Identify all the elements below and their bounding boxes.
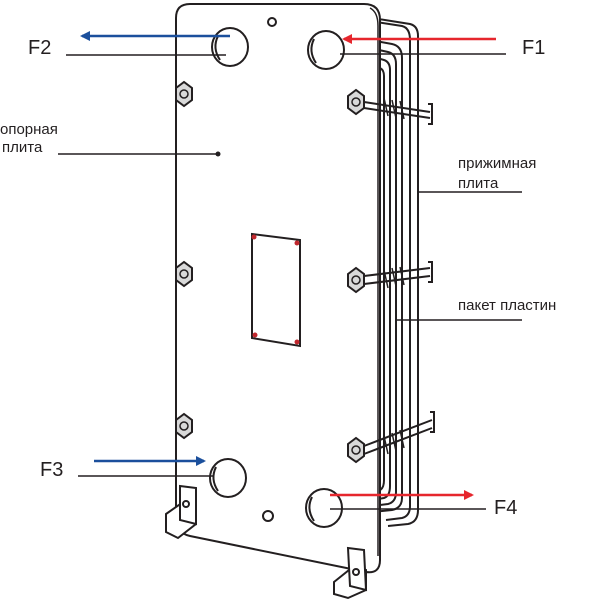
port-f3-label: F3 <box>40 459 63 481</box>
right-foot <box>333 546 368 600</box>
pressure-plate <box>371 17 419 527</box>
plate-pack-label: пакет пластин <box>458 297 556 314</box>
hex-nut-left-middle <box>175 260 193 288</box>
tie-bolt-top <box>363 97 433 125</box>
port-f1-label: F1 <box>522 37 545 59</box>
tie-bolt-middle <box>363 261 433 289</box>
hex-nut-right-top <box>347 88 365 116</box>
port-f2-connection <box>211 27 249 67</box>
port-f4-label: F4 <box>494 497 517 519</box>
port-f2-label: F2 <box>28 37 51 59</box>
top-hole <box>267 17 277 27</box>
hex-nut-left-bottom <box>175 412 193 440</box>
hex-nut-right-bottom <box>347 436 365 464</box>
port-f4-connection <box>305 488 343 528</box>
support-plate-label-line1: опорная <box>0 121 58 138</box>
bottom-hole <box>262 510 274 522</box>
left-foot <box>165 484 197 540</box>
hex-nut-right-middle <box>347 266 365 294</box>
nameplate-window <box>251 232 301 348</box>
support-plate-label-line2: плита <box>2 139 43 156</box>
port-f3-connection <box>209 458 247 498</box>
support-plate <box>175 3 381 574</box>
pressure-plate-label-line1: прижимная <box>458 155 536 172</box>
hex-nut-left-top <box>175 80 193 108</box>
port-f1-connection <box>307 30 345 70</box>
tie-bolt-bottom <box>363 411 435 455</box>
pressure-plate-label-line2: плита <box>458 175 499 192</box>
